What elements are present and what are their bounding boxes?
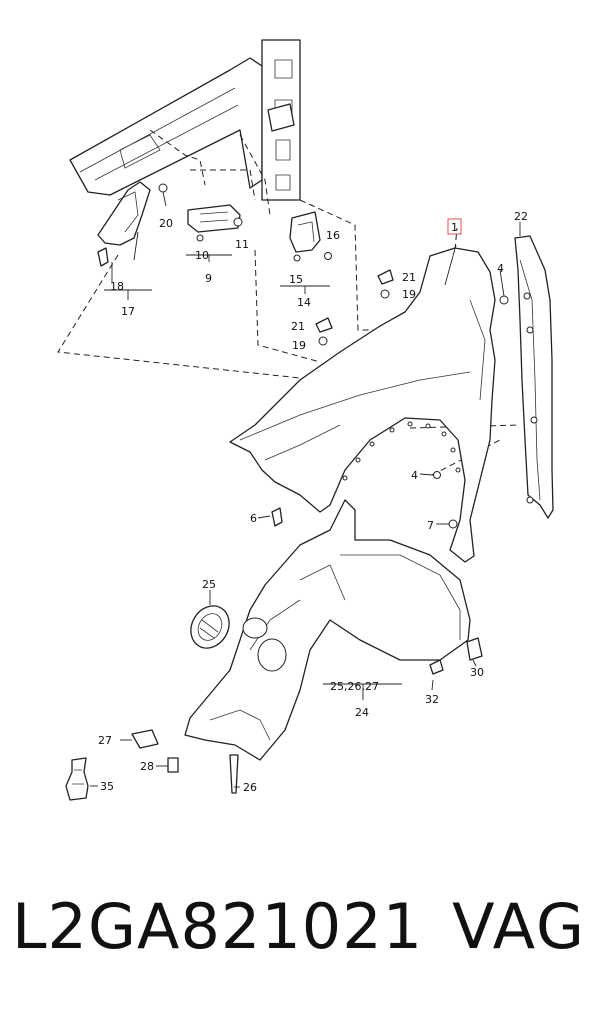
leader-lines — [90, 191, 521, 788]
highlight-box — [447, 218, 462, 235]
callout-17: 17 — [121, 305, 135, 318]
trim-strip-22 — [514, 235, 554, 519]
callout-32: 32 — [425, 693, 439, 706]
callout-4-top: 4 — [497, 262, 504, 275]
callout-6: 6 — [250, 512, 257, 525]
callout-10: 10 — [195, 249, 209, 262]
body-frame — [69, 39, 301, 201]
front-fender — [229, 247, 496, 563]
callout-24-group: 25,26,27 — [330, 680, 379, 693]
parts-bag-35 — [65, 757, 89, 801]
callout-21-top: 21 — [402, 271, 416, 284]
callout-1: 1 — [451, 221, 458, 234]
callout-26: 26 — [243, 781, 257, 794]
callout-30: 30 — [470, 666, 484, 679]
callout-28: 28 — [140, 760, 154, 773]
bracket-9 — [187, 204, 241, 233]
callout-4-mid: 4 — [411, 469, 418, 482]
callout-19-top: 19 — [402, 288, 416, 301]
callout-labels: 1 20 10 11 9 16 15 14 18 17 21 19 21 19 … — [98, 210, 528, 794]
callout-35: 35 — [100, 780, 114, 793]
callout-21-bottom: 21 — [291, 320, 305, 333]
callout-15: 15 — [289, 273, 303, 286]
exploded-parts-diagram: 1 20 10 11 9 16 15 14 18 17 21 19 21 19 … — [57, 39, 554, 801]
part-number: L2GA821021 — [12, 890, 424, 963]
callout-11: 11 — [235, 238, 249, 251]
callout-18: 18 — [110, 280, 124, 293]
footer: L2GA821021 VAG — [0, 890, 600, 990]
brand-label: VAG — [452, 890, 586, 963]
clip-27 — [131, 729, 159, 749]
callout-14: 14 — [297, 296, 311, 309]
callout-9: 9 — [205, 272, 212, 285]
callout-7: 7 — [427, 519, 434, 532]
callout-25: 25 — [202, 578, 216, 591]
callout-27: 27 — [98, 734, 112, 747]
bracket-17 — [97, 181, 151, 267]
callout-20: 20 — [159, 217, 173, 230]
wheel-housing-liner — [184, 499, 471, 761]
cover-cap-25 — [190, 605, 230, 649]
fasteners — [158, 183, 509, 794]
callout-24: 24 — [355, 706, 369, 719]
callout-22: 22 — [514, 210, 528, 223]
bracket-14 — [289, 211, 321, 253]
callout-16: 16 — [326, 229, 340, 242]
callout-19-bottom: 19 — [292, 339, 306, 352]
